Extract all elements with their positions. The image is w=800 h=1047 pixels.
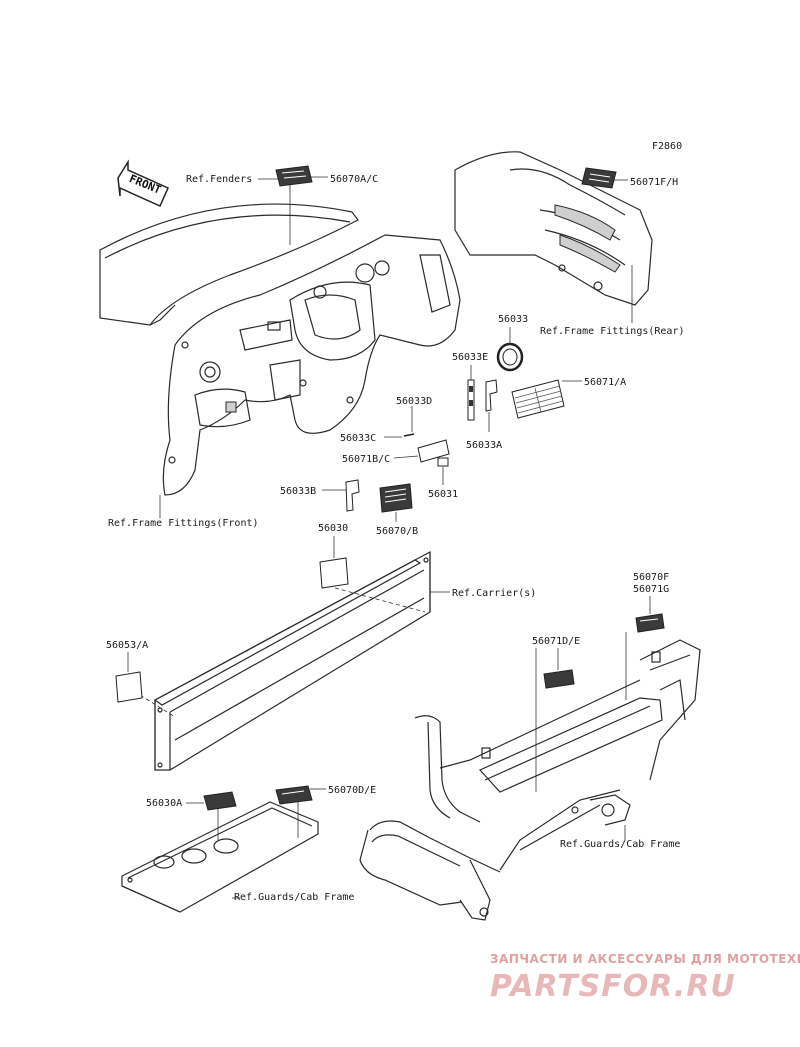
part-56033b-bracket	[322, 479, 360, 512]
label-56070b: 56070/B	[376, 526, 418, 537]
label-56070f: 56070F	[633, 572, 669, 583]
watermark-brand: PARTSFOR.RU	[490, 969, 736, 1004]
decal-56071a	[511, 379, 582, 419]
floor-plate	[121, 800, 319, 913]
label-ref-guards-cab-right: Ref.Guards/Cab Frame	[560, 839, 680, 850]
label-56033b: 56033B	[280, 486, 316, 497]
decal-56053a	[115, 652, 143, 703]
figure-code: F2860	[652, 141, 682, 152]
decal-56071bc	[393, 439, 450, 463]
label-56071bc: 56071B/C	[342, 454, 390, 465]
cab-frame-guards	[359, 632, 701, 921]
label-ref-fenders: Ref.Fenders	[186, 174, 252, 185]
label-ref-frame-front: Ref.Frame Fittings(Front)	[108, 518, 259, 529]
rear-frame-fittings	[454, 151, 653, 306]
decal-56070de	[275, 785, 326, 805]
label-56031: 56031	[428, 489, 458, 500]
front-arrow-icon: FRONT	[117, 159, 169, 207]
label-ref-guards-cab-left: Ref.Guards/Cab Frame	[234, 892, 354, 903]
label-56071fh: 56071F/H	[630, 177, 678, 188]
decal-56070b	[379, 483, 413, 522]
label-56033: 56033	[498, 314, 528, 325]
label-56071de: 56071D/E	[532, 636, 580, 647]
part-56031	[437, 457, 449, 485]
decal-56070f-56071g	[635, 596, 665, 633]
label-56033c: 56033C	[340, 433, 376, 444]
decal-56070ac	[275, 165, 313, 187]
carrier-panel	[139, 551, 431, 771]
label-56033d: 56033D	[396, 396, 432, 407]
label-56071a: 56071/A	[584, 377, 626, 388]
part-56033e-strip	[467, 365, 475, 421]
part-56033d-clip	[384, 406, 415, 438]
label-56033e: 56033E	[452, 352, 488, 363]
label-56030a: 56030A	[146, 798, 182, 809]
label-56030: 56030	[318, 523, 348, 534]
dashboard-assembly	[99, 203, 461, 496]
part-56033-ring	[496, 327, 524, 372]
watermark-tagline: ЗАПЧАСТИ И АКСЕССУАРЫ ДЛЯ МОТОТЕХНИКИ	[490, 952, 800, 966]
label-56070ac: 56070A/C	[330, 174, 378, 185]
decal-56071fh	[581, 167, 617, 189]
label-56071g: 56071G	[633, 584, 669, 595]
label-56033a: 56033A	[466, 440, 502, 451]
part-56033a-bracket	[485, 379, 498, 432]
label-ref-carriers: Ref.Carrier(s)	[452, 588, 536, 599]
label-56070de: 56070D/E	[328, 785, 376, 796]
decal-56071de	[543, 648, 575, 689]
label-56053a: 56053/A	[106, 640, 148, 651]
label-ref-frame-rear: Ref.Frame Fittings(Rear)	[540, 326, 685, 337]
decal-56030	[319, 536, 349, 589]
decal-56030a	[186, 791, 237, 811]
